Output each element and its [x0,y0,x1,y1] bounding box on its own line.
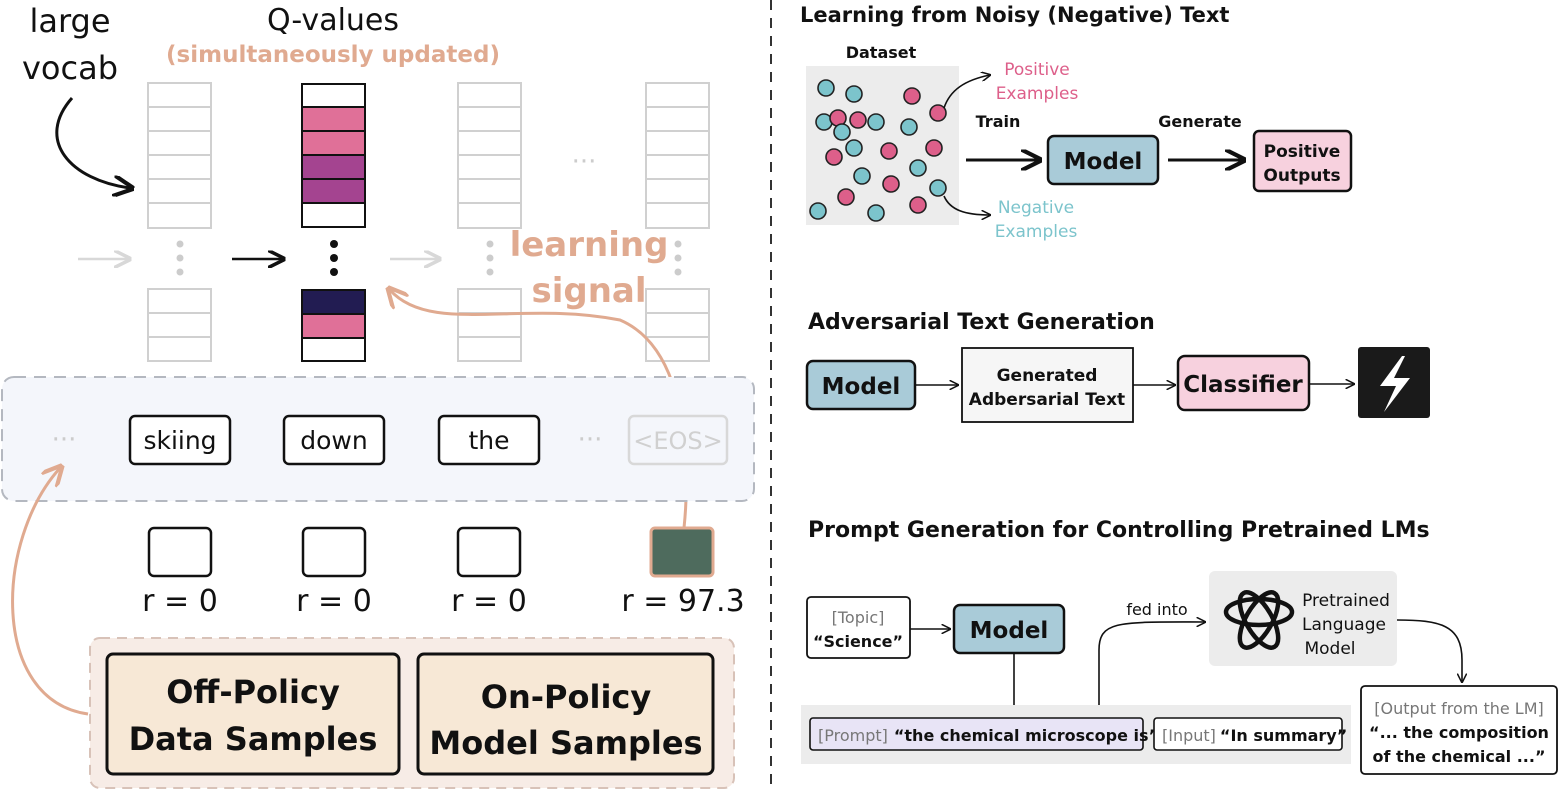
on-policy-box [416,652,715,776]
generated-text-box [961,347,1134,423]
token-box-skiing [128,414,232,466]
reward-box-1 [147,526,213,578]
reward-box-2 [301,526,367,578]
vocab-column-3-bottom [457,288,522,362]
output-value-line1: “... the composition [1369,723,1549,742]
vocab-column-1-bottom [147,288,212,362]
reward-box-3 [456,526,522,578]
vocab-ellipsis: ··· [572,147,597,177]
token-ellipsis-right: ··· [578,425,603,455]
qvalue-column-active-bottom [301,289,366,362]
token-eos: <EOS> [633,427,723,455]
token-down: down [300,426,367,455]
prompt-text: [Prompt] “the chemical microscope is” [818,726,1159,745]
fed-into-label: fed into [1126,600,1187,619]
openai-logo-icon [1223,590,1295,650]
plm-line2: Language [1302,615,1386,635]
negative-examples-line1: Negative [998,198,1074,218]
off-policy-line1: Off-Policy [166,673,340,711]
output-value-line2: of the chemical ...” [1373,747,1546,766]
positive-examples-line1: Positive [1004,60,1070,80]
section1-model-box [1046,134,1160,186]
negative-examples-arrow [943,195,990,215]
input-box [1153,717,1343,751]
off-policy-line2: Data Samples [129,720,378,758]
reward-label-1: r = 0 [142,584,218,619]
token-skiing: skiing [143,426,216,455]
vocab-column-3-top [457,82,522,229]
large-vocab-arrow [55,97,130,188]
output-tag: [Output from the LM] [1374,699,1544,718]
classifier-label: Classifier [1183,372,1303,398]
prompt-box [809,717,1144,751]
negative-examples-line2: Examples [995,222,1078,242]
off-policy-box [105,652,401,776]
generated-text-line2: Adbersarial Text [969,390,1125,410]
input-tag: [Input] [1162,726,1216,745]
vocab-column-4-bottom [645,288,710,362]
large-vocab-label-line1: large [29,2,110,40]
section1-title: Learning from Noisy (Negative) Text [800,3,1229,27]
topic-value: “Science” [813,632,903,651]
section3-model-label: Model [970,618,1049,644]
section2-title: Adversarial Text Generation [808,310,1155,335]
output-box [1360,685,1558,775]
learning-signal-line2: signal [531,271,646,311]
positive-examples-line2: Examples [996,84,1079,104]
reward-label-2: r = 0 [296,584,372,619]
samples-feedback-arrow [11,468,89,716]
learning-signal-line1: learning [510,225,669,265]
on-policy-line1: On-Policy [481,678,652,716]
reward-box-4 [649,526,715,578]
positive-outputs-line1: Positive [1264,142,1341,162]
positive-outputs-box [1252,129,1353,193]
positive-outputs-line2: Outputs [1263,166,1340,186]
vocab-column-1-top [147,82,212,229]
section1-model-label: Model [1064,149,1143,175]
classifier-box [1176,354,1311,412]
token-box-down [282,414,386,466]
dataset-points [809,79,947,222]
generate-label: Generate [1158,112,1242,131]
positive-examples-arrow [943,75,990,109]
section2-model-label: Model [822,374,901,400]
token-ellipsis-left: ··· [52,425,77,455]
generated-text-line1: Generated [997,366,1098,386]
on-policy-line2: Model Samples [429,724,702,762]
qvalue-column-active-top [301,83,366,228]
plm-line1: Pretrained [1302,591,1390,611]
token-box-the [437,414,541,466]
plm-line3: Model [1304,639,1355,659]
section3-model-box [952,603,1066,655]
input-value: “In summary” [1220,726,1347,745]
train-label: Train [976,112,1021,131]
topic-tag: [Topic] [832,608,885,627]
large-vocab-label-line2: vocab [22,49,118,87]
vocab-column-4-top [645,82,710,229]
plm-to-output-arrow [1396,619,1462,682]
prompt-value: “the chemical microscope is” [894,726,1159,745]
fed-into-arrow [1098,622,1205,705]
topic-box [806,596,911,659]
reward-label-3: r = 0 [451,584,527,619]
qvalues-subtitle: (simultaneously updated) [166,42,500,68]
token-box-eos [627,414,729,466]
vertical-dots [176,240,682,276]
lightning-icon [1358,347,1430,418]
prompt-tag: [Prompt] [818,726,888,745]
dataset-label: Dataset [846,43,917,62]
token-the: the [468,426,509,455]
input-text: [Input]“In summary” [1162,726,1347,745]
qvalues-title: Q-values [267,3,399,38]
section3-title: Prompt Generation for Controlling Pretra… [808,518,1430,543]
reward-label-4: r = 97.3 [621,584,744,619]
